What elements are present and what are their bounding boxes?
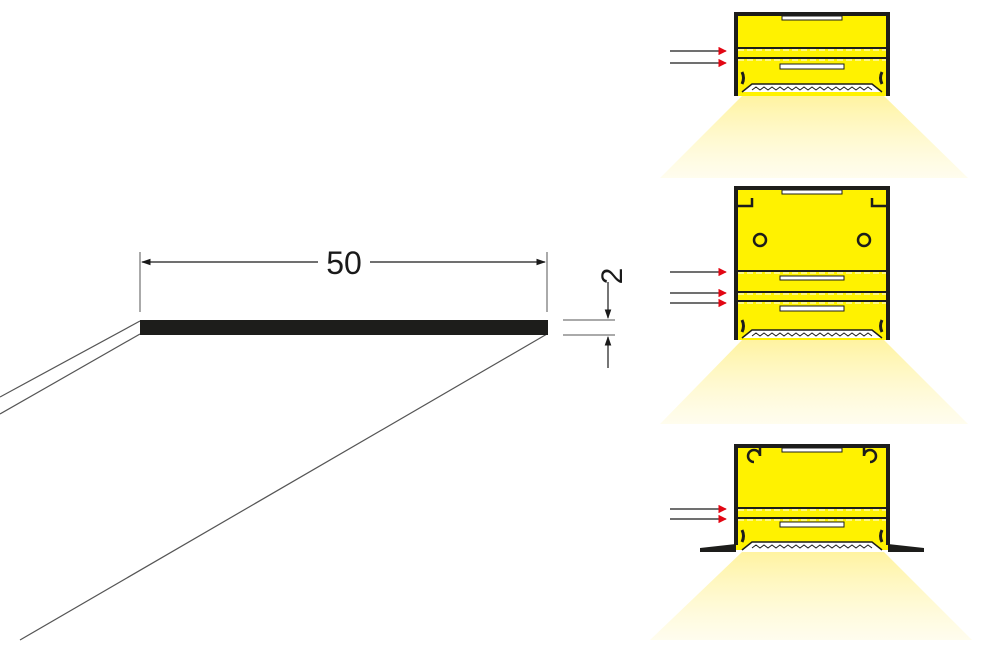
profile-flange	[888, 544, 924, 552]
strip-edge-line	[19, 333, 548, 641]
profile-middle	[660, 186, 968, 424]
led-profile-icon	[700, 444, 924, 552]
profile-bottom	[650, 444, 972, 640]
strip-cross-section	[140, 320, 548, 335]
light-beam-icon	[650, 552, 972, 640]
light-beam-icon	[660, 340, 968, 424]
led-profile-icon	[734, 12, 890, 96]
profile-flange	[700, 544, 736, 552]
width-dimension-label: 50	[326, 245, 362, 281]
profile-top	[660, 12, 968, 178]
strip-edge-line	[0, 320, 141, 398]
thickness-dimension-label: 2	[596, 268, 629, 285]
strip-edge-line	[0, 333, 141, 415]
strip-drawing: 50 2	[0, 245, 629, 641]
led-profile-icon	[734, 186, 890, 340]
light-beam-icon	[660, 96, 968, 178]
